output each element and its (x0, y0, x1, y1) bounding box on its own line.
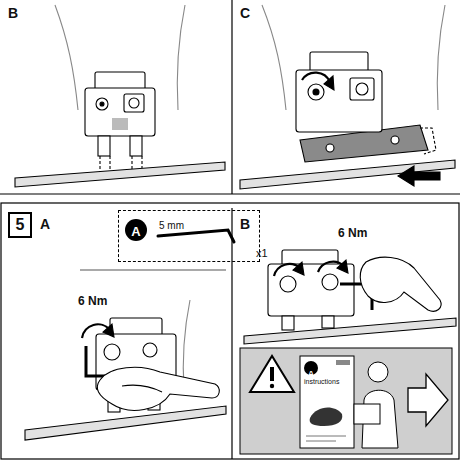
bracket-illustration (25, 300, 226, 440)
booklet-title: instructions (304, 378, 339, 385)
frame-line (80, 269, 226, 270)
node-text: A (131, 224, 140, 239)
frame-line (231, 0, 232, 194)
booklet-title: instructions (304, 378, 339, 385)
panel-letter: C (240, 5, 250, 21)
panel-letter: B (8, 5, 18, 21)
part-letter-circle: A (125, 219, 147, 241)
frame (1, 203, 459, 459)
bracket-illustration (244, 250, 456, 344)
frame-line (231, 208, 232, 459)
torque-value: 6 Nm (338, 226, 367, 240)
torque-value: 6 Nm (78, 294, 107, 308)
panel-letter: B (8, 5, 18, 21)
panel-letter: B (240, 216, 250, 232)
frame-line (0, 193, 460, 194)
node-text: x1 (256, 247, 268, 259)
torque-value: 6 Nm (338, 226, 367, 240)
panel-letter: C (240, 5, 250, 21)
node-text: A (308, 369, 315, 379)
panel-letter: A (40, 216, 50, 232)
warning-panel (240, 348, 452, 454)
part-letter-circle: A (304, 361, 318, 375)
bracket-illustration (240, 5, 455, 189)
node-text: 5 (16, 216, 25, 233)
hex-key-symbol (158, 230, 234, 242)
panel-letter: B (240, 216, 250, 232)
node-text: 5 mm (159, 220, 184, 231)
parts-box: 5 mmx1A (118, 210, 260, 262)
panel-letter: A (40, 216, 50, 232)
bracket-illustration (15, 5, 225, 187)
step-number-box: 5 (8, 212, 32, 238)
torque-value: 6 Nm (78, 294, 107, 308)
